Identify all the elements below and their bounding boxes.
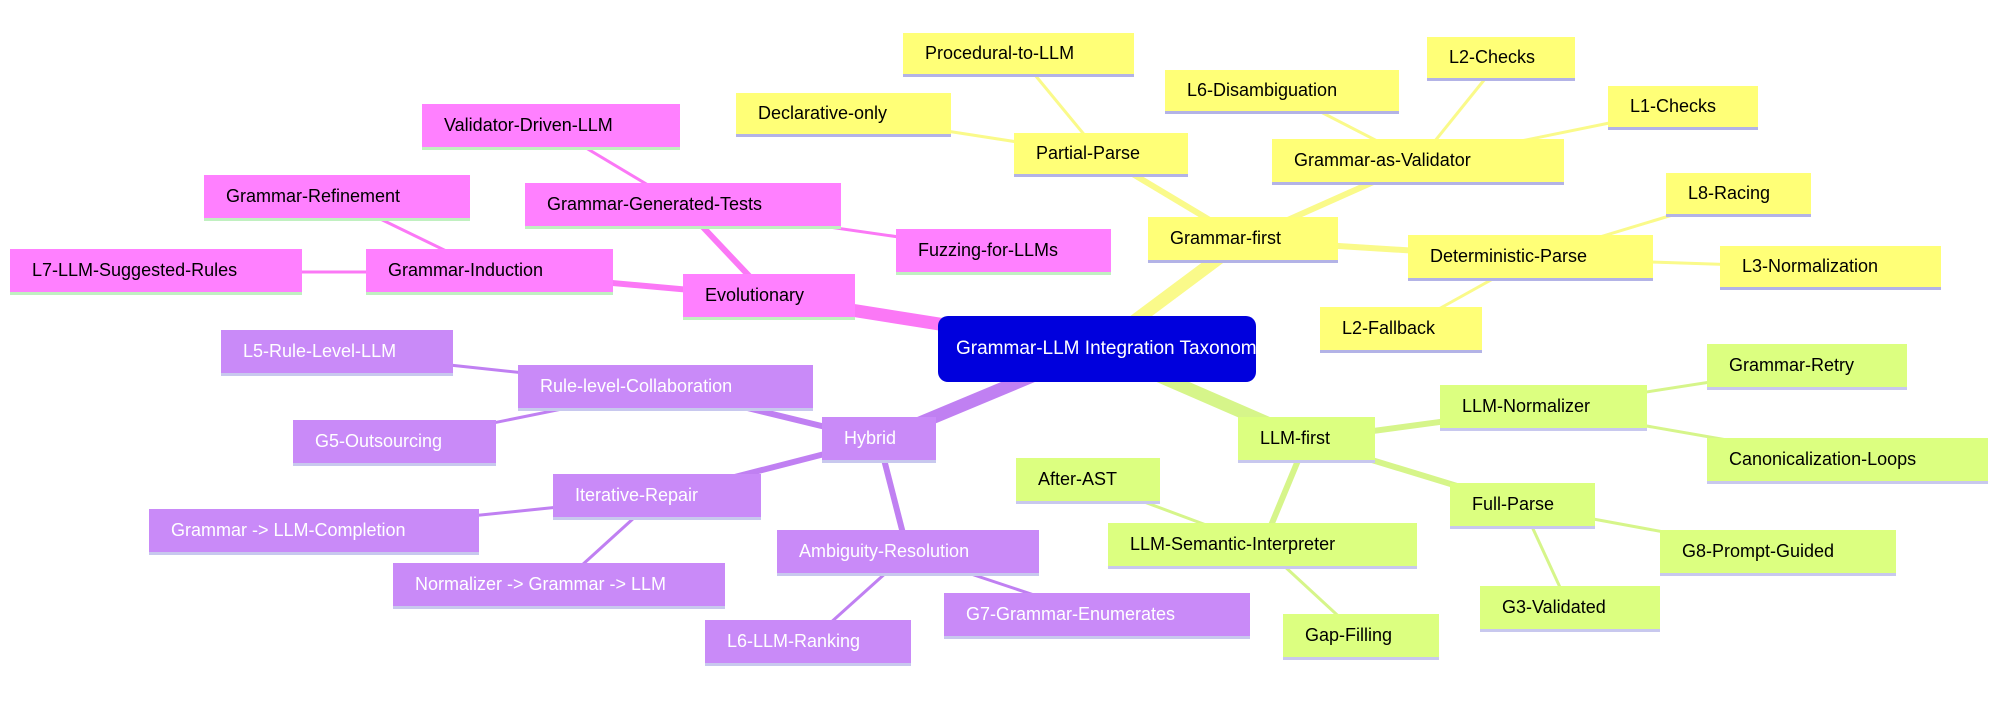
- node-deterministic-parse[interactable]: Deterministic-Parse: [1408, 235, 1653, 281]
- node-grammar-llm-completion[interactable]: Grammar -> LLM-Completion: [149, 509, 479, 555]
- node-iterative-repair[interactable]: Iterative-Repair: [553, 474, 761, 520]
- node-l7-llm-suggested-rules[interactable]: L7-LLM-Suggested-Rules: [10, 249, 302, 295]
- node-evolutionary[interactable]: Evolutionary: [683, 274, 855, 320]
- node-grammar-generated-tests[interactable]: Grammar-Generated-Tests: [525, 183, 841, 229]
- node-l5-rule-level-llm[interactable]: L5-Rule-Level-LLM: [221, 330, 453, 376]
- node-validator-driven-llm[interactable]: Validator-Driven-LLM: [422, 104, 680, 150]
- node-l2-fallback[interactable]: L2-Fallback: [1320, 307, 1482, 353]
- node-llm-semantic-interpreter[interactable]: LLM-Semantic-Interpreter: [1108, 523, 1417, 569]
- node-llm-first[interactable]: LLM-first: [1238, 417, 1375, 463]
- node-llm-normalizer[interactable]: LLM-Normalizer: [1440, 385, 1647, 431]
- node-gap-filling[interactable]: Gap-Filling: [1283, 614, 1439, 660]
- node-rule-level-collaboration[interactable]: Rule-level-Collaboration: [518, 365, 813, 411]
- node-partial-parse[interactable]: Partial-Parse: [1014, 133, 1188, 177]
- node-procedural-to-llm[interactable]: Procedural-to-LLM: [903, 33, 1134, 77]
- node-normalizer-grammar-llm[interactable]: Normalizer -> Grammar -> LLM: [393, 563, 725, 609]
- node-g7-grammar-enumerates[interactable]: G7-Grammar-Enumerates: [944, 593, 1250, 639]
- node-l6-disambiguation[interactable]: L6-Disambiguation: [1165, 70, 1399, 114]
- node-ambiguity-resolution[interactable]: Ambiguity-Resolution: [777, 530, 1039, 576]
- node-grammar-retry[interactable]: Grammar-Retry: [1707, 344, 1907, 390]
- node-canonicalization-loops[interactable]: Canonicalization-Loops: [1707, 438, 1988, 484]
- node-grammar-first[interactable]: Grammar-first: [1148, 217, 1338, 263]
- node-grammar-induction[interactable]: Grammar-Induction: [366, 249, 613, 295]
- node-grammar-as-validator[interactable]: Grammar-as-Validator: [1272, 139, 1564, 185]
- node-fuzzing-for-llms[interactable]: Fuzzing-for-LLMs: [896, 229, 1111, 275]
- node-g5-outsourcing[interactable]: G5-Outsourcing: [293, 420, 496, 466]
- node-after-ast[interactable]: After-AST: [1016, 458, 1160, 504]
- node-g3-validated[interactable]: G3-Validated: [1480, 586, 1660, 632]
- node-l8-racing[interactable]: L8-Racing: [1666, 173, 1811, 217]
- node-full-parse[interactable]: Full-Parse: [1450, 483, 1595, 529]
- node-l3-normalization[interactable]: L3-Normalization: [1720, 246, 1941, 290]
- node-declarative-only[interactable]: Declarative-only: [736, 93, 951, 137]
- node-g8-prompt-guided[interactable]: G8-Prompt-Guided: [1660, 530, 1896, 576]
- node-l2-checks[interactable]: L2-Checks: [1427, 37, 1575, 81]
- node-l6-llm-ranking[interactable]: L6-LLM-Ranking: [705, 620, 911, 666]
- node-grammar-refinement[interactable]: Grammar-Refinement: [204, 175, 470, 221]
- node-hybrid[interactable]: Hybrid: [822, 417, 936, 463]
- root-node[interactable]: Grammar-LLM Integration Taxonomy: [938, 316, 1256, 382]
- node-l1-checks[interactable]: L1-Checks: [1608, 86, 1758, 130]
